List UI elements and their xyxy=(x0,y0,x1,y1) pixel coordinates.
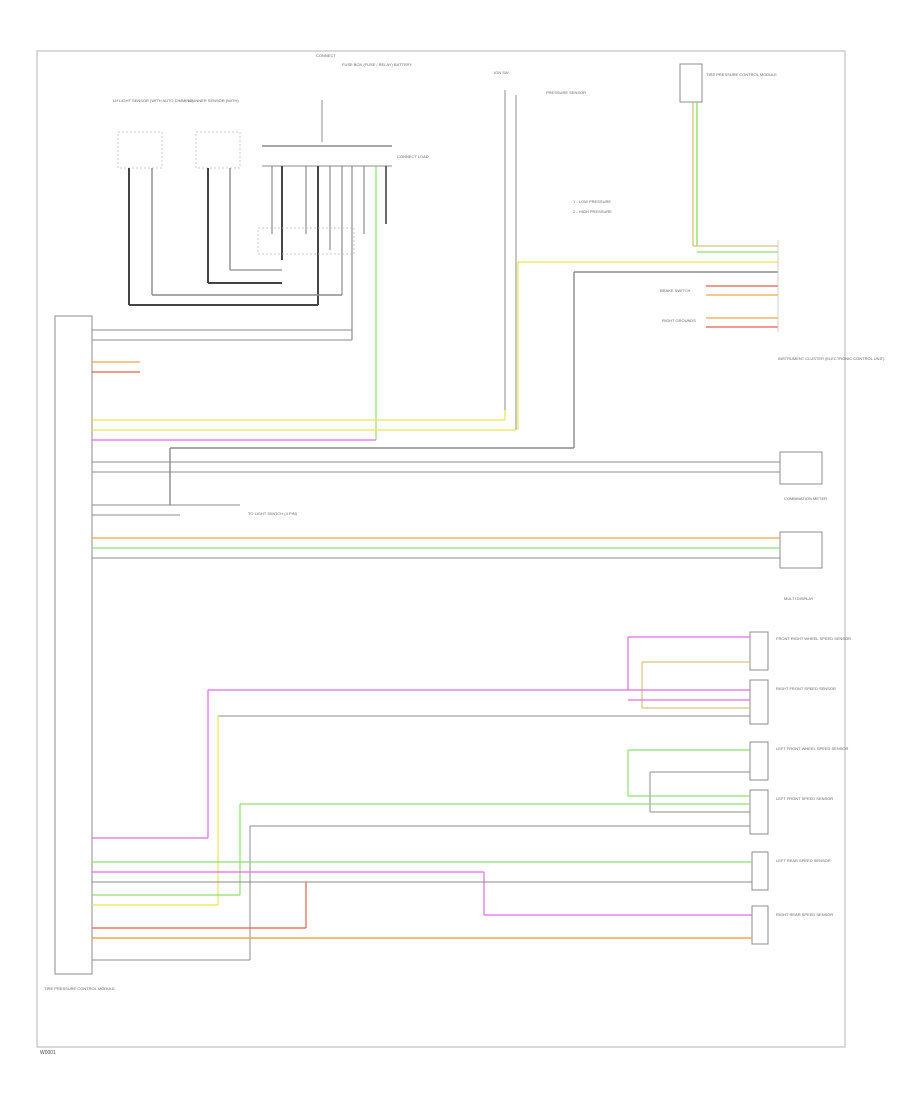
light-switch-ref: TO LIGHT SWITCH (4 PIN) xyxy=(92,504,298,516)
diagram-frame xyxy=(36,50,846,1048)
svg-text:TIRE PRESSURE CONTROL MODULE: TIRE PRESSURE CONTROL MODULE xyxy=(44,986,115,991)
svg-text:PRESSURE SENSOR: PRESSURE SENSOR xyxy=(546,90,586,95)
multi-display: MULTI DISPLAY xyxy=(92,531,823,601)
svg-text:LEFT FRONT SPEED SENSOR: LEFT FRONT SPEED SENSOR xyxy=(776,796,833,801)
svg-text:INSTRUMENT CLUSTER (ELECTRONIC: INSTRUMENT CLUSTER (ELECTRONIC CONTROL U… xyxy=(778,356,885,361)
svg-text:COMBINATION METER: COMBINATION METER xyxy=(784,496,827,501)
tpms-control-module: TIRE PRESSURE CONTROL MODULE xyxy=(44,315,115,991)
svg-text:TIRE PRESSURE CONTROL MODULE: TIRE PRESSURE CONTROL MODULE xyxy=(706,72,777,77)
top-label: CONNECT xyxy=(316,53,336,58)
fuse-box-harness xyxy=(129,166,387,440)
svg-text:LH LIGHT SENSOR (WITH AUTO DIM: LH LIGHT SENSOR (WITH AUTO DIMMING) xyxy=(113,98,194,103)
svg-text:FUSE BOX (FUSE / RELAY) BATTER: FUSE BOX (FUSE / RELAY) BATTERY xyxy=(342,62,412,67)
svg-text:MULTI DISPLAY: MULTI DISPLAY xyxy=(784,596,814,601)
left-front-sensors: LEFT FRONT WHEEL SPEED SENSOR LEFT FRONT… xyxy=(240,741,848,835)
svg-text:BRAKE SWITCH: BRAKE SWITCH xyxy=(660,288,691,293)
legend: 1 - LOW PRESSURE 2 - HIGH PRESSURE xyxy=(573,199,612,214)
svg-text:2 - HIGH PRESSURE: 2 - HIGH PRESSURE xyxy=(573,209,612,214)
page-code: W0001 xyxy=(40,1050,56,1056)
rear-sensors: LEFT REAR SPEED SENSOR RIGHT REAR SPEED … xyxy=(92,851,833,945)
module-riser-wires xyxy=(92,690,251,961)
mirror-right-sensor: LH INNER SENSOR (WITH) xyxy=(188,98,241,283)
combination-meter: COMBINATION METER xyxy=(92,451,827,501)
right-connector-block: BRAKE SWITCH RIGHT GROUNDS INSTRUMENT CL… xyxy=(518,240,885,361)
svg-text:1 - LOW PRESSURE: 1 - LOW PRESSURE xyxy=(573,199,611,204)
svg-text:IGN SW: IGN SW xyxy=(494,70,509,75)
tpms-module: TIRE PRESSURE CONTROL MODULE xyxy=(679,63,778,253)
svg-text:FRONT RIGHT WHEEL SPEED SENSOR: FRONT RIGHT WHEEL SPEED SENSOR xyxy=(776,636,851,641)
ignition-switch: IGN SW PRESSURE SENSOR xyxy=(494,70,586,430)
svg-text:LEFT REAR SPEED SENSOR: LEFT REAR SPEED SENSOR xyxy=(776,858,831,863)
svg-text:LEFT FRONT WHEEL SPEED SENSOR: LEFT FRONT WHEEL SPEED SENSOR xyxy=(776,746,848,751)
mirror-left-sensor: LH LIGHT SENSOR (WITH AUTO DIMMING) xyxy=(113,98,194,305)
svg-text:RIGHT FRONT SPEED SENSOR: RIGHT FRONT SPEED SENSOR xyxy=(776,686,836,691)
svg-text:TO LIGHT SWITCH (4 PIN): TO LIGHT SWITCH (4 PIN) xyxy=(248,511,298,516)
svg-text:CONNECT LOAD: CONNECT LOAD xyxy=(397,154,429,159)
right-front-sensors: FRONT RIGHT WHEEL SPEED SENSOR RIGHT FRO… xyxy=(208,631,851,725)
svg-text:RIGHT REAR SPEED SENSOR: RIGHT REAR SPEED SENSOR xyxy=(776,912,833,917)
svg-text:RIGHT GROUNDS: RIGHT GROUNDS xyxy=(662,318,696,323)
fuse-box: FUSE BOX (FUSE / RELAY) BATTERY CONNECT … xyxy=(262,62,429,167)
module-upper-wires xyxy=(92,262,575,505)
svg-text:LH INNER SENSOR (WITH): LH INNER SENSOR (WITH) xyxy=(188,98,239,103)
